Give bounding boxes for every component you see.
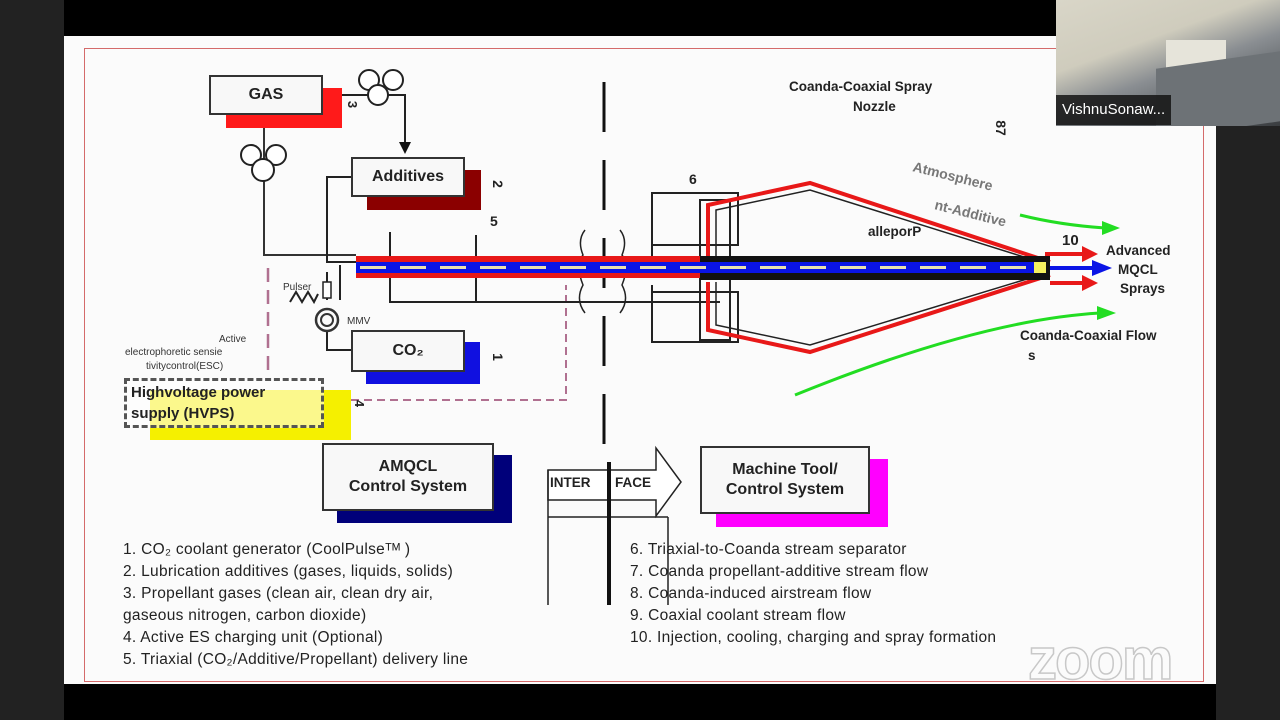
airstream-upper bbox=[1019, 213, 1106, 230]
hvps-label-1: Highvoltage power bbox=[131, 384, 266, 401]
slide-frame bbox=[84, 48, 1204, 682]
zoom-watermark: zoom bbox=[1027, 626, 1174, 693]
label-1: 1 bbox=[489, 353, 506, 361]
label-6: 6 bbox=[689, 171, 697, 187]
legend-left: 1. CO₂ coolant generator (CoolPulseᵀᴹ ) … bbox=[123, 539, 468, 671]
label-coaxial-flow-2: s bbox=[1028, 348, 1036, 363]
legend-item: 1. CO₂ coolant generator (CoolPulseᵀᴹ ) bbox=[123, 541, 411, 558]
label-4: 4 bbox=[352, 399, 368, 408]
nozzle-title-1: Coanda-Coaxial Spray bbox=[789, 79, 933, 94]
machine-label-2: Control System bbox=[725, 481, 845, 498]
legend-item: 4. Active ES charging unit (Optional) bbox=[123, 629, 384, 646]
amqcl-box: AMQCL Control System bbox=[322, 443, 494, 511]
zoom-right-margin bbox=[1216, 126, 1280, 720]
zoom-left-margin bbox=[0, 0, 64, 720]
label-pulser: Pulser bbox=[283, 282, 312, 293]
legend-item: 9. Coaxial coolant stream flow bbox=[630, 607, 846, 624]
interface-arrow bbox=[547, 445, 682, 519]
nozzle-upper-wall bbox=[706, 180, 1051, 264]
label-advanced-2: MQCL bbox=[1118, 262, 1158, 277]
co2-label: CO₂ bbox=[392, 342, 424, 359]
nozzle-title-2: Nozzle bbox=[853, 99, 896, 114]
legend-item: 6. Triaxial-to-Coanda stream separator bbox=[630, 541, 907, 558]
valve3-line bbox=[322, 94, 406, 145]
participant-name: VishnuSonaw... bbox=[1056, 95, 1172, 125]
label-interface-right: FACE bbox=[615, 475, 652, 490]
machine-label-1: Machine Tool/ bbox=[732, 461, 838, 478]
label-esc-1: Active bbox=[219, 334, 247, 345]
hvps-box: Highvoltage power supply (HVPS) bbox=[124, 378, 324, 428]
shared-slide bbox=[64, 36, 1216, 684]
legend-item: 7. Coanda propellant-additive stream flo… bbox=[630, 563, 929, 580]
airstream-lower bbox=[794, 311, 1101, 397]
gas-box: GAS bbox=[209, 75, 323, 115]
legend-item: 5. Triaxial (CO₂/Additive/Propellant) de… bbox=[123, 651, 469, 668]
hvps-label-2: supply (HVPS) bbox=[131, 405, 235, 422]
pulser-wave-icon bbox=[289, 290, 319, 305]
label-mmv: MMV bbox=[347, 316, 371, 327]
legend-item: 10. Injection, cooling, charging and spr… bbox=[630, 629, 997, 646]
charging-dashed-line bbox=[325, 285, 567, 401]
legend-item: 8. Coanda-induced airstream flow bbox=[630, 585, 872, 602]
arrow-down bbox=[399, 142, 411, 154]
nozzle-lower-wall bbox=[706, 273, 1051, 355]
gas-label: GAS bbox=[248, 86, 284, 103]
label-interface-left: INTER bbox=[550, 475, 591, 490]
machine-box: Machine Tool/ Control System bbox=[700, 446, 870, 514]
additives-box: Additives bbox=[351, 157, 465, 197]
legend-right: 6. Triaxial-to-Coanda stream separator 7… bbox=[630, 539, 996, 649]
label-5: 5 bbox=[490, 213, 498, 229]
label-3: 3 bbox=[345, 100, 361, 109]
label-propellant: alleporP bbox=[868, 224, 922, 239]
gas-valve-icon bbox=[240, 144, 287, 182]
legend-item: gaseous nitrogen, carbon dioxide) bbox=[123, 607, 367, 624]
label-esc-3: tivitycontrol(ESC) bbox=[146, 361, 224, 372]
label-esc-2: electrophoretic sensie bbox=[125, 347, 223, 358]
pulser-resistor bbox=[322, 281, 332, 299]
propellant-valve-icon bbox=[358, 69, 404, 106]
label-87: 87 bbox=[992, 120, 1009, 136]
label-10: 10 bbox=[1062, 232, 1079, 249]
additives-line bbox=[326, 176, 356, 263]
label-2: 2 bbox=[489, 180, 506, 188]
label-advanced-1: Advanced bbox=[1106, 243, 1171, 258]
co2-line bbox=[326, 330, 352, 351]
amqcl-label-2: Control System bbox=[348, 478, 468, 495]
gas-feed-line bbox=[263, 113, 356, 256]
mmv-valve-icon bbox=[314, 307, 340, 333]
label-advanced-3: Sprays bbox=[1120, 281, 1166, 296]
legend-item: 2. Lubrication additives (gases, liquids… bbox=[123, 563, 454, 580]
additives-label: Additives bbox=[371, 168, 444, 185]
legend-item: 3. Propellant gases (clean air, clean dr… bbox=[123, 585, 434, 602]
co2-box: CO₂ bbox=[351, 330, 465, 372]
amqcl-label-1: AMQCL bbox=[378, 458, 438, 475]
label-coaxial-flow-1: Coanda-Coaxial Flow bbox=[1020, 328, 1157, 343]
